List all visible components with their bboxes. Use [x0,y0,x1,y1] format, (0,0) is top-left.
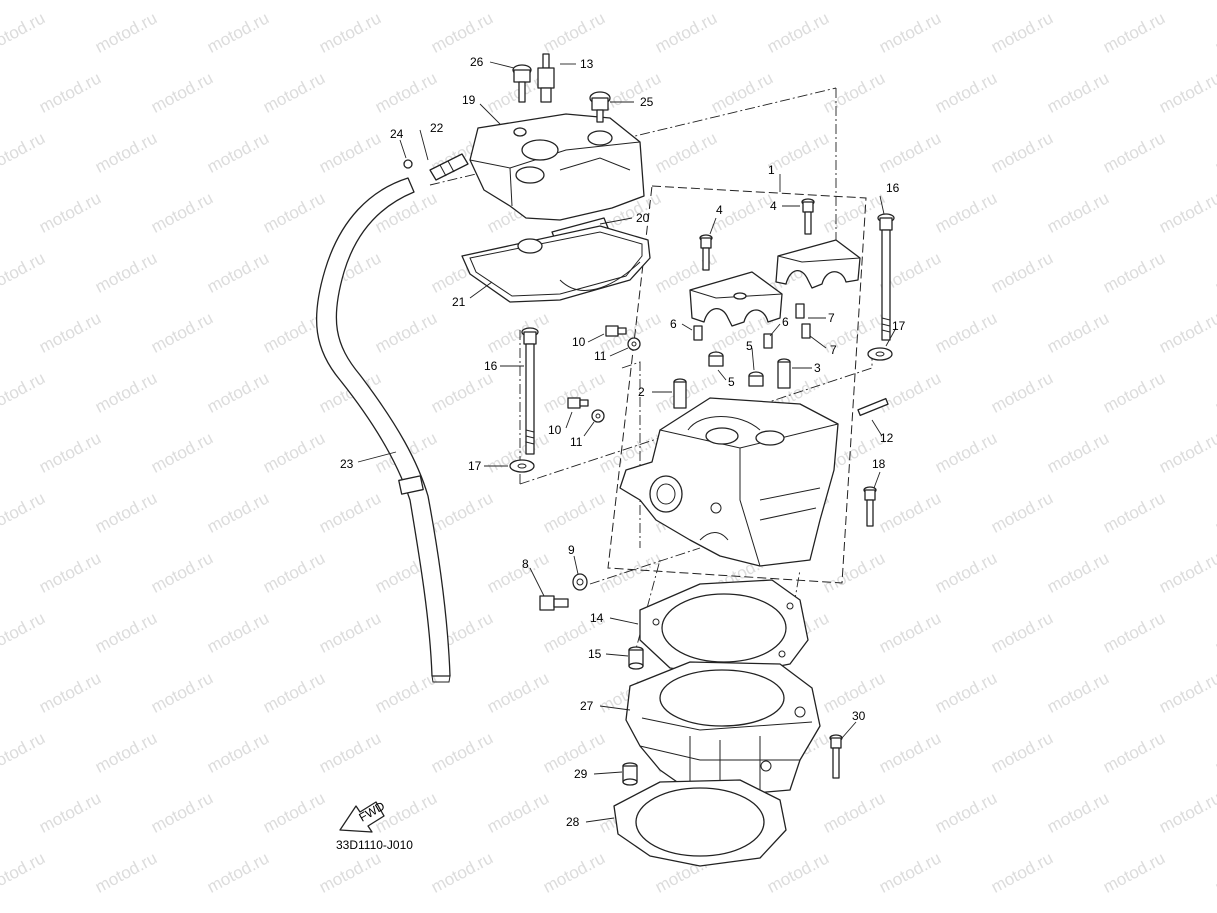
callout-24: 24 [390,127,404,141]
cylinder-head [619,397,839,567]
callout-6-left: 6 [670,317,677,331]
cover-gasket [461,225,651,303]
callout-5-upper: 5 [746,339,753,353]
cap-bolt-rear [801,198,815,235]
head-dowel-pin [628,646,644,670]
head-stud-bolt-right [877,213,895,341]
callout-30: 30 [852,709,866,723]
callout-25: 25 [640,95,654,109]
oil-sleeve-b [777,358,791,389]
drain-washer [572,573,588,591]
callout-13: 13 [580,57,594,71]
callout-4-rear: 4 [770,199,777,213]
callout-7-upper: 7 [828,311,835,325]
cap-bolt-front [699,234,713,271]
hose-clip [403,159,413,169]
callout-9: 9 [568,543,575,557]
callout-15: 15 [588,647,602,661]
exhaust-stud [857,397,889,417]
callout-12: 12 [880,431,894,445]
callout-11-lower: 11 [570,435,583,449]
callout-3: 3 [814,361,821,375]
head-stud-bolt-left [521,327,539,455]
cylinder-head-cover [469,113,645,221]
callout-4-front: 4 [716,203,723,217]
cylinder-head-assembly-outline [607,185,867,584]
diagram-code-label: 33D1110-J010 [336,838,413,852]
callout-21: 21 [452,295,466,309]
cover-bolt-cap-2 [589,91,611,123]
callout-28: 28 [566,815,580,829]
callout-2: 2 [638,385,645,399]
callout-23: 23 [340,457,354,471]
camshaft-cap-front [689,271,783,327]
callout-16-right: 16 [886,181,900,195]
callout-20: 20 [636,211,650,225]
oil-washer-lower [591,409,605,423]
cover-bolt-cap [512,64,532,103]
callout-labels: 26 13 25 19 22 24 20 21 1 4 4 16 17 16 1… [340,55,906,829]
spark-plug [537,53,555,103]
callout-18: 18 [872,457,886,471]
oil-bolt-lower [567,397,589,409]
callout-8: 8 [522,557,529,571]
cam-chain-bolt [863,486,877,527]
oil-bolt-upper [605,325,627,337]
leader-lines [357,61,897,823]
oil-washer-upper [627,337,641,351]
cylinder-base-gasket [613,779,787,867]
callout-22: 22 [430,121,444,135]
breather-fitting [429,153,469,181]
callout-16-left: 16 [484,359,498,373]
callout-6-right: 6 [782,315,789,329]
callout-26: 26 [470,55,484,69]
cylinder-head-gasket [639,579,809,677]
callout-7-lower: 7 [830,343,837,357]
assembly-guide-line-mid [621,361,641,548]
washer-guide-line [589,547,701,585]
dowel-guide-line [632,559,661,661]
dowel-pin-a [693,325,703,341]
cylinder-bolt [829,734,843,779]
callout-10-lower: 10 [548,423,562,437]
assembly-guide-line-left [429,87,837,186]
callout-1: 1 [768,163,775,177]
drain-bolt [539,595,569,611]
head-bolt-washer-left [509,459,535,473]
callout-29: 29 [574,767,588,781]
forward-direction-arrow: FWD [339,799,387,833]
callout-10-upper: 10 [572,335,586,349]
callout-17-left: 17 [468,459,482,473]
camshaft-cap-rear [775,239,861,289]
plug-seal-a [708,351,724,367]
callout-19: 19 [462,93,476,107]
oil-sleeve-a [673,378,687,409]
plug-seal-b [748,371,764,387]
callout-14: 14 [590,611,604,625]
callout-17-right: 17 [892,319,906,333]
callout-5-lower: 5 [728,375,735,389]
dowel-pin-b [763,333,773,349]
cylinder-dowel-pin [622,762,638,786]
dowel-pin-c [795,303,805,319]
callout-27: 27 [580,699,594,713]
dowel-pin-d [801,323,811,339]
cylinder-block [625,661,821,797]
breather-hose [316,177,451,683]
head-bolt-washer-right [867,347,893,361]
callout-11-upper: 11 [594,349,607,363]
